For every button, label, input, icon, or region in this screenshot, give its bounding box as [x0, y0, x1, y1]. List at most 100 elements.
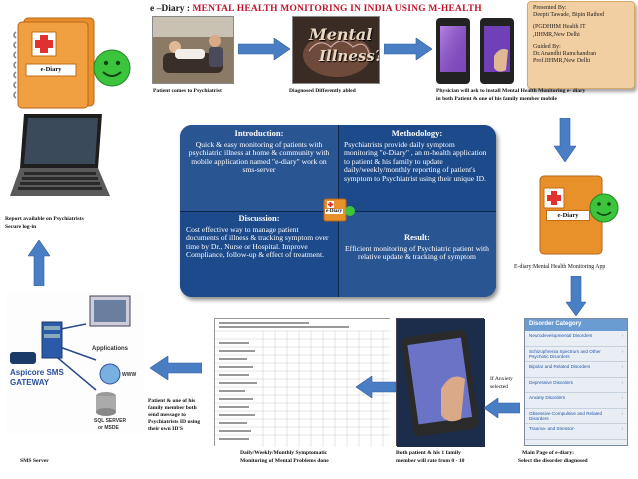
brain-photo-icon — [293, 17, 379, 83]
sms-gateway-diagram: Aspicore SMS GATEWAY Applications WWW SQ… — [6, 292, 144, 434]
chevron-right-icon: › — [621, 395, 623, 400]
discussion-title: Discussion: — [238, 213, 280, 223]
chevron-right-icon: › — [621, 364, 623, 369]
list-item[interactable]: Trauma- and Stressor-› — [525, 424, 627, 440]
photo-phones — [434, 16, 518, 86]
discussion-section: Discussion: Cost effective way to manage… — [180, 211, 338, 297]
presenter-box: Presented By: Deepti Tawade, Bipin Ratho… — [527, 1, 635, 89]
presenter-line: Guided By: — [533, 43, 561, 50]
caption-physician-1: Physician will ask to install Mental Hea… — [436, 88, 586, 94]
symptom-table-screenshot — [214, 318, 391, 447]
disorder-category-screen: Disorder Category Neurodevelopmental Dis… — [524, 318, 628, 446]
methodology-title: Methodology: — [391, 128, 443, 138]
applications-label: Applications — [92, 346, 129, 352]
caption-report-2: Secure log-in — [5, 224, 37, 230]
title-prefix: e –Diary : — [150, 4, 193, 14]
caption-patient-sms-5: their own ID'S — [148, 426, 184, 432]
list-item[interactable]: Depressive Disorders › — [525, 378, 627, 393]
presenter-line: Prof.IIHMR,New Delhi — [533, 58, 591, 65]
arrow-right-2 — [384, 38, 432, 60]
notebook-icon — [13, 17, 131, 109]
sql-label-1: SQL SERVER — [94, 418, 127, 424]
www-label: WWW — [122, 372, 137, 378]
list-item-label: Obsessive-Compulsive and Related Disorde… — [529, 410, 603, 421]
presenter-line: Dr.Anandhi Ramchandran — [533, 51, 596, 58]
presenter-line: Presented By: — [533, 5, 567, 11]
chevron-right-icon: › — [621, 348, 623, 354]
arrow-left-rating — [356, 376, 396, 398]
presenter-line: (PGDHHM Health IT — [533, 24, 586, 31]
introduction-section: Introduction: Quick & easy monitoring of… — [180, 125, 338, 211]
sms-gateway-icon — [10, 295, 131, 416]
illness-text: Illness? — [319, 47, 380, 65]
table-thumbnail-icon — [215, 319, 391, 447]
list-item[interactable]: Schizophrenia Spectrum and Other Psychot… — [525, 347, 627, 362]
sql-label-2: or MSDE — [98, 425, 119, 431]
list-item[interactable]: Bipolar and Related Disorders › — [525, 362, 627, 378]
ediary-logo-large: e-Diary — [12, 12, 136, 112]
chevron-right-icon: › — [621, 410, 623, 416]
caption-patient-sms-1: Patient & one of his — [148, 398, 196, 404]
caption-physician-2: in both Patient & one of his family memb… — [436, 96, 557, 102]
arrow-left-sms — [150, 356, 202, 380]
introduction-text: Quick & easy monitoring of patients with… — [188, 139, 330, 175]
gateway-label-2: GATEWAY — [10, 378, 50, 387]
caption-patient-sms-4: Psychiatrists ID using — [148, 419, 201, 425]
list-item-label: Neurodevelopmental Disorders — [529, 333, 593, 338]
phone-touch-icon — [397, 319, 485, 447]
caption-patient-psychiatrist: Patient comes to Psychiatrist — [153, 88, 222, 94]
list-item[interactable]: Neurodevelopmental Disorders › — [525, 331, 627, 347]
rating-phone-image — [396, 318, 485, 447]
photo-patient-psychiatrist — [152, 16, 234, 84]
caption-mainpage-2: Select the disorder diagnosed — [518, 458, 588, 464]
app-icon-label: e-Diary — [546, 210, 590, 221]
app-screen-header: Disorder Category — [525, 319, 627, 331]
list-item-label: Anxiety Disorders — [529, 395, 565, 400]
result-text: Efficient monitoring of Psychiatric pati… — [345, 243, 489, 262]
presenter-line: ,IIHMR,New Delhi — [533, 31, 580, 38]
chevron-right-icon: › — [621, 379, 623, 385]
caption-sms-server: SMS Server — [20, 458, 49, 464]
list-item-label: Trauma- and Stressor- — [529, 426, 576, 431]
presenter-line: Deepti Tawade, Bipin Rathod — [533, 12, 605, 19]
page-title: e –Diary : MENTAL HEALTH MONITORING IN I… — [150, 4, 510, 14]
mental-text: Mental — [309, 25, 373, 44]
arrow-down-right — [554, 118, 576, 162]
consultation-photo-icon — [153, 17, 233, 83]
arrow-up-left — [28, 240, 50, 286]
list-item-label: Depressive Disorders — [529, 379, 573, 385]
laptop-image — [10, 110, 110, 202]
caption-report-1: Report available on Psychiatrists — [5, 216, 84, 222]
arrow-down-app — [566, 276, 586, 316]
list-item-label: Schizophrenia Spectrum and Other Psychot… — [529, 348, 601, 359]
introduction-title: Introduction: — [234, 128, 284, 138]
caption-anxiety-2: selected — [490, 384, 509, 390]
caption-rate-1: Both patient & his 1 family — [396, 450, 461, 456]
ediary-app-icon: e-Diary — [520, 170, 622, 258]
result-section: Result: Efficient monitoring of Psychiat… — [338, 211, 496, 297]
arrow-left-anxiety — [484, 398, 520, 418]
list-item[interactable]: Anxiety Disorders › — [525, 393, 627, 409]
caption-rate-2: member will rate from 0 - 10 — [396, 458, 465, 464]
result-title: Result: — [404, 232, 430, 242]
caption-patient-sms: Patient & one of his family member both … — [148, 398, 228, 433]
gateway-label-1: Aspicore SMS — [10, 368, 64, 377]
caption-patient-sms-3: send message to — [148, 412, 186, 418]
photo-mental-illness: Mental Illness? — [292, 16, 380, 84]
ediary-logo-small: e-Diary — [322, 197, 356, 223]
caption-diagnosed: Diagnosed Differently abled — [289, 88, 356, 94]
mobile-phones-icon — [436, 18, 514, 84]
methodology-text: Psychiatrists provide daily symptom moni… — [344, 139, 487, 183]
chevron-right-icon: › — [621, 333, 623, 338]
small-logo-label: e-Diary — [325, 209, 344, 214]
caption-daily-1: Daily/Weekly/Monthly Symptomatic — [240, 450, 328, 456]
list-item-label: Bipolar and Related Disorders — [529, 364, 591, 369]
list-item[interactable]: Obsessive-Compulsive and Related Disorde… — [525, 409, 627, 424]
arrow-right-1 — [238, 38, 290, 60]
methodology-section: Methodology: Psychiatrists provide daily… — [338, 125, 496, 211]
discussion-text: Cost effective way to manage patient doc… — [186, 224, 329, 260]
caption-app-name: E-diary:Mental Health Monitoring App — [514, 264, 606, 270]
caption-mainpage-1: Main Page of e-diary: — [522, 450, 575, 456]
caption-daily-2: Monitoring of Mental Problems done — [240, 458, 329, 464]
caption-patient-sms-2: family member both — [148, 405, 197, 411]
